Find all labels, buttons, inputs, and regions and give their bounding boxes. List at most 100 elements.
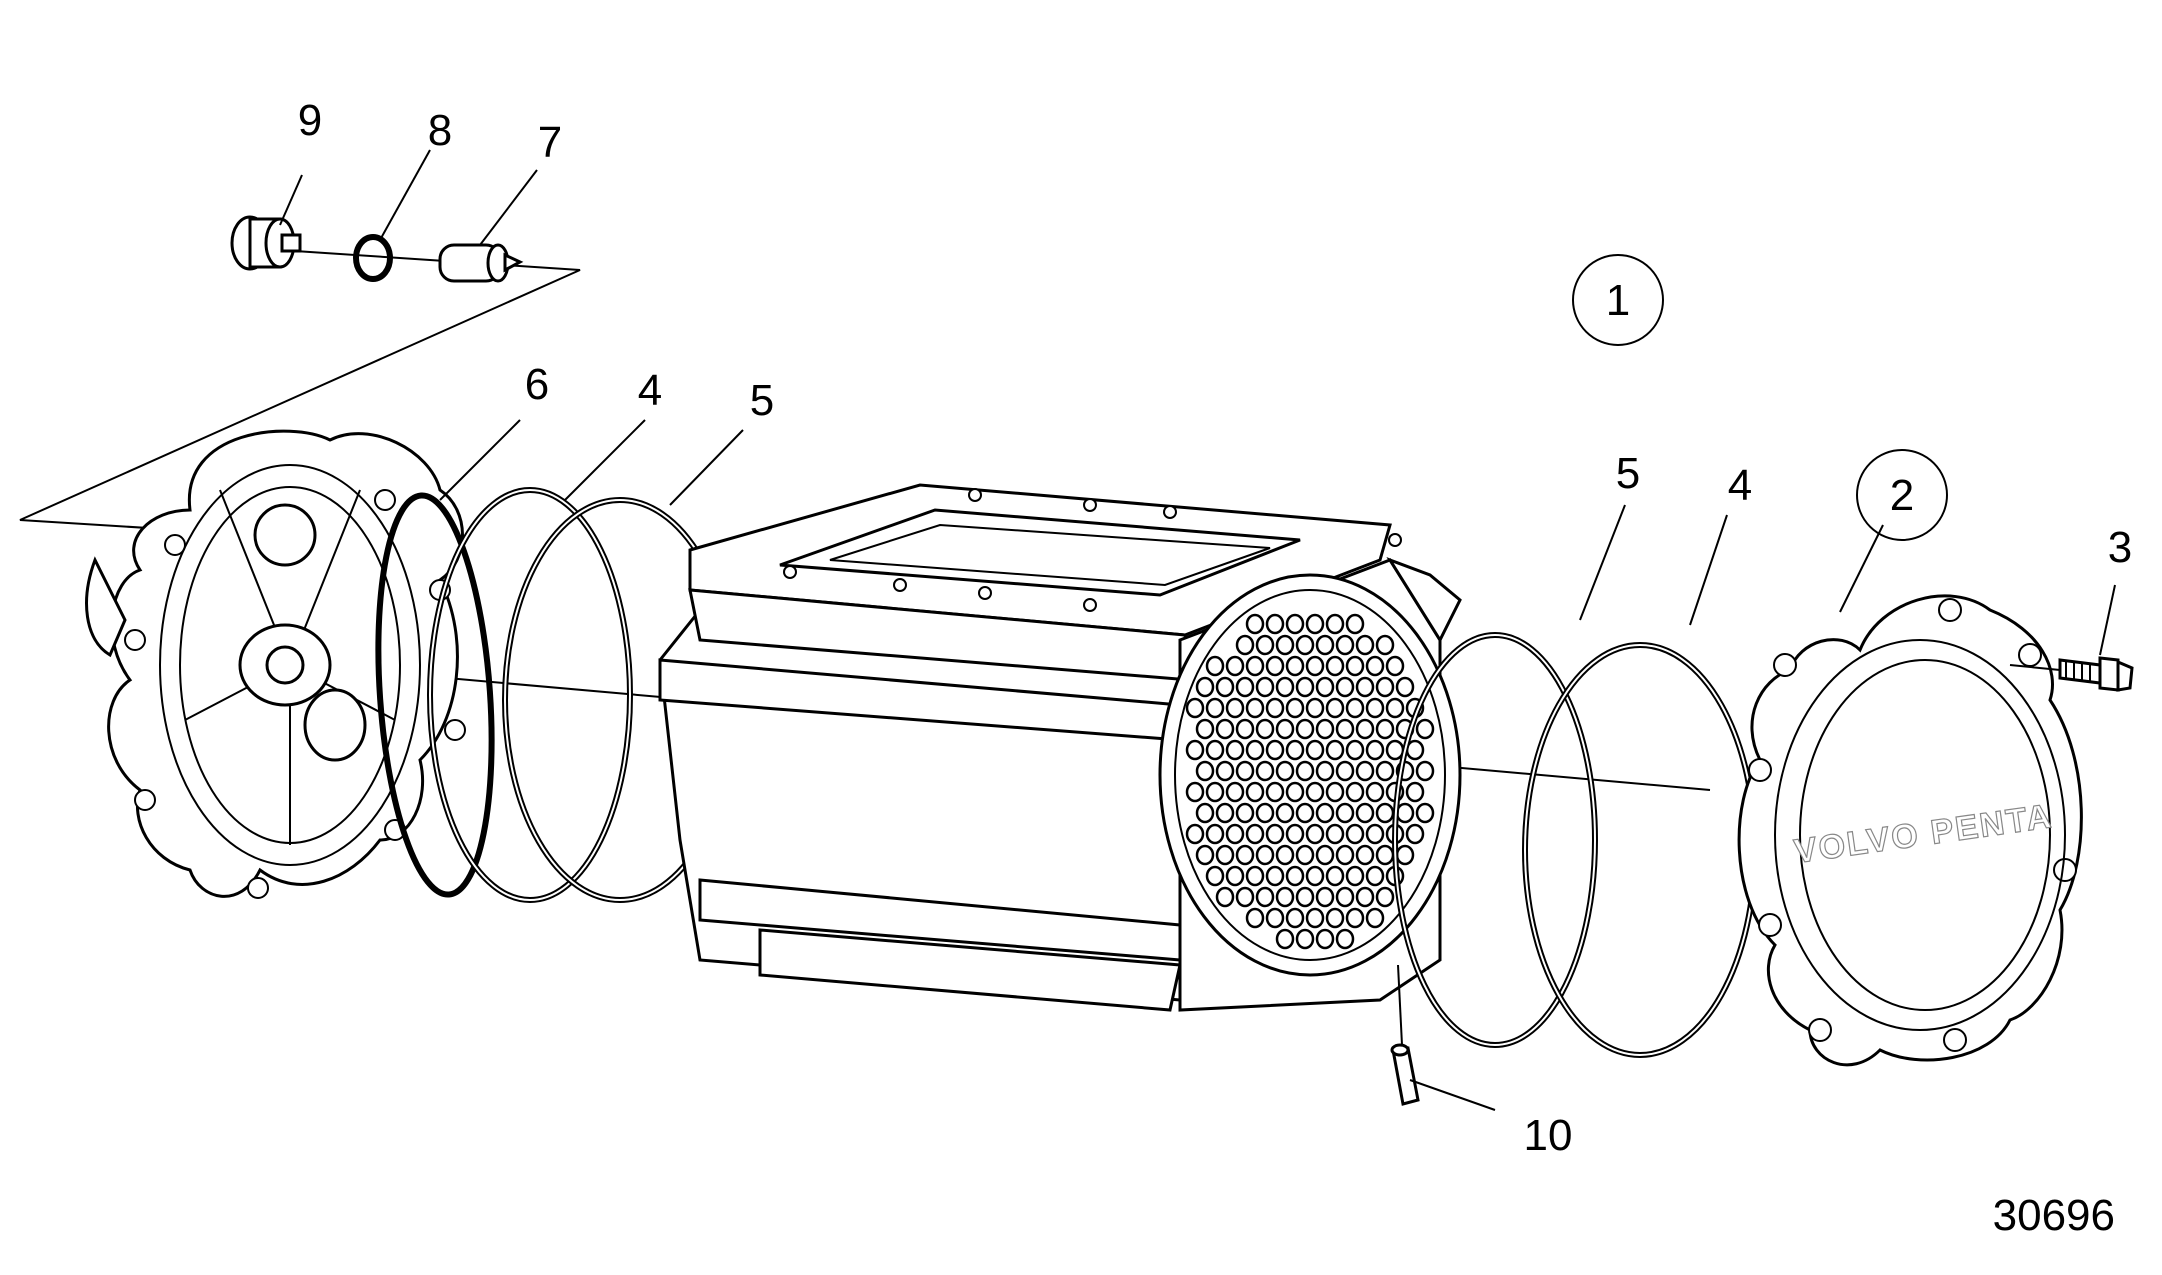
tube-hole	[1335, 718, 1355, 740]
tube-hole	[1255, 676, 1275, 698]
tube-hole	[1235, 802, 1255, 824]
plug-part-9	[230, 215, 302, 271]
tube-hole	[1335, 634, 1355, 656]
tube-hole	[1225, 865, 1245, 887]
label-item-10: 10	[1524, 1111, 1573, 1160]
tube-hole	[1255, 634, 1275, 656]
tube-hole	[1315, 802, 1335, 824]
tube-hole	[1285, 697, 1305, 719]
tube-hole	[1285, 823, 1305, 845]
tube-hole	[1295, 718, 1315, 740]
tube-hole	[1195, 802, 1215, 824]
tube-hole	[1345, 781, 1365, 803]
tube-hole	[1265, 739, 1285, 761]
tube-hole	[1325, 781, 1345, 803]
tube-hole	[1335, 928, 1355, 950]
tube-hole	[1255, 718, 1275, 740]
tube-hole	[1355, 676, 1375, 698]
tube-hole	[1315, 760, 1335, 782]
bolt-part-3	[2009, 656, 2134, 692]
tube-hole	[1255, 886, 1275, 908]
tube-hole	[1305, 781, 1325, 803]
tube-hole	[1215, 760, 1235, 782]
tube-hole	[1275, 718, 1295, 740]
drain-plug-assembly	[19, 215, 581, 531]
tube-hole	[1355, 802, 1375, 824]
tube-hole	[1295, 634, 1315, 656]
tube-hole	[1305, 907, 1325, 929]
tube-hole	[1185, 823, 1205, 845]
tube-hole	[1345, 739, 1365, 761]
tube-hole	[1245, 823, 1265, 845]
dowel-pin-part-10	[1390, 964, 1420, 1106]
tube-hole	[1295, 928, 1315, 950]
item-2-circle	[1856, 449, 1948, 541]
tube-hole	[1225, 781, 1245, 803]
label-item-5-left: 5	[750, 376, 774, 425]
tube-hole	[1285, 739, 1305, 761]
tube-hole	[1225, 739, 1245, 761]
tube-hole	[1375, 844, 1395, 866]
tube-hole	[1305, 697, 1325, 719]
tube-hole	[1265, 823, 1285, 845]
label-item-7: 7	[538, 118, 562, 167]
tube-hole	[1385, 697, 1405, 719]
label-item-1: 1	[1606, 276, 1630, 325]
tube-hole	[1345, 655, 1365, 677]
tube-hole	[1325, 697, 1345, 719]
tube-hole	[1215, 676, 1235, 698]
tube-hole	[1215, 802, 1235, 824]
tube-hole	[1375, 676, 1395, 698]
tube-hole	[1325, 613, 1345, 635]
label-item-6: 6	[525, 360, 549, 409]
tube-hole	[1305, 865, 1325, 887]
tube-hole	[1215, 718, 1235, 740]
tube-hole	[1355, 844, 1375, 866]
tube-hole	[1325, 655, 1345, 677]
tube-hole	[1365, 739, 1385, 761]
tube-hole	[1375, 802, 1395, 824]
tube-hole	[1335, 844, 1355, 866]
label-item-4-right: 4	[1728, 461, 1752, 510]
tube-hole	[1325, 907, 1345, 929]
tube-hole	[1405, 781, 1425, 803]
tube-hole	[1245, 655, 1265, 677]
o-ring-left-part-4-inner	[429, 489, 631, 901]
tube-hole	[1205, 823, 1225, 845]
tube-hole	[1265, 655, 1285, 677]
leader-lines	[279, 149, 2116, 1111]
tube-hole	[1355, 760, 1375, 782]
tube-hole	[1365, 823, 1385, 845]
tube-hole	[1395, 802, 1415, 824]
tube-hole	[1345, 823, 1365, 845]
tube-hole	[1285, 613, 1305, 635]
tube-hole	[1355, 886, 1375, 908]
tube-hole	[1235, 760, 1255, 782]
tube-hole	[1275, 844, 1295, 866]
tube-hole	[1355, 718, 1375, 740]
tube-hole	[1415, 760, 1435, 782]
tube-hole	[1295, 760, 1315, 782]
o-ring-right-part-4	[1522, 642, 1758, 1058]
tube-hole	[1305, 655, 1325, 677]
tube-hole	[1315, 634, 1335, 656]
tube-hole	[1245, 613, 1265, 635]
tube-hole	[1235, 676, 1255, 698]
tube-hole	[1245, 781, 1265, 803]
tube-hole	[1395, 844, 1415, 866]
tube-hole	[1335, 802, 1355, 824]
tube-hole	[1285, 865, 1305, 887]
tube-hole	[1365, 655, 1385, 677]
tube-hole	[1345, 697, 1365, 719]
tube-hole	[1335, 886, 1355, 908]
tube-hole	[1415, 718, 1435, 740]
tube-hole	[1355, 634, 1375, 656]
tube-hole	[1315, 844, 1335, 866]
tube-hole	[1225, 823, 1245, 845]
tube-hole	[1335, 676, 1355, 698]
label-item-4-left: 4	[638, 366, 662, 415]
tube-hole	[1195, 760, 1215, 782]
tube-hole	[1335, 760, 1355, 782]
tube-hole	[1385, 655, 1405, 677]
tube-hole	[1205, 739, 1225, 761]
